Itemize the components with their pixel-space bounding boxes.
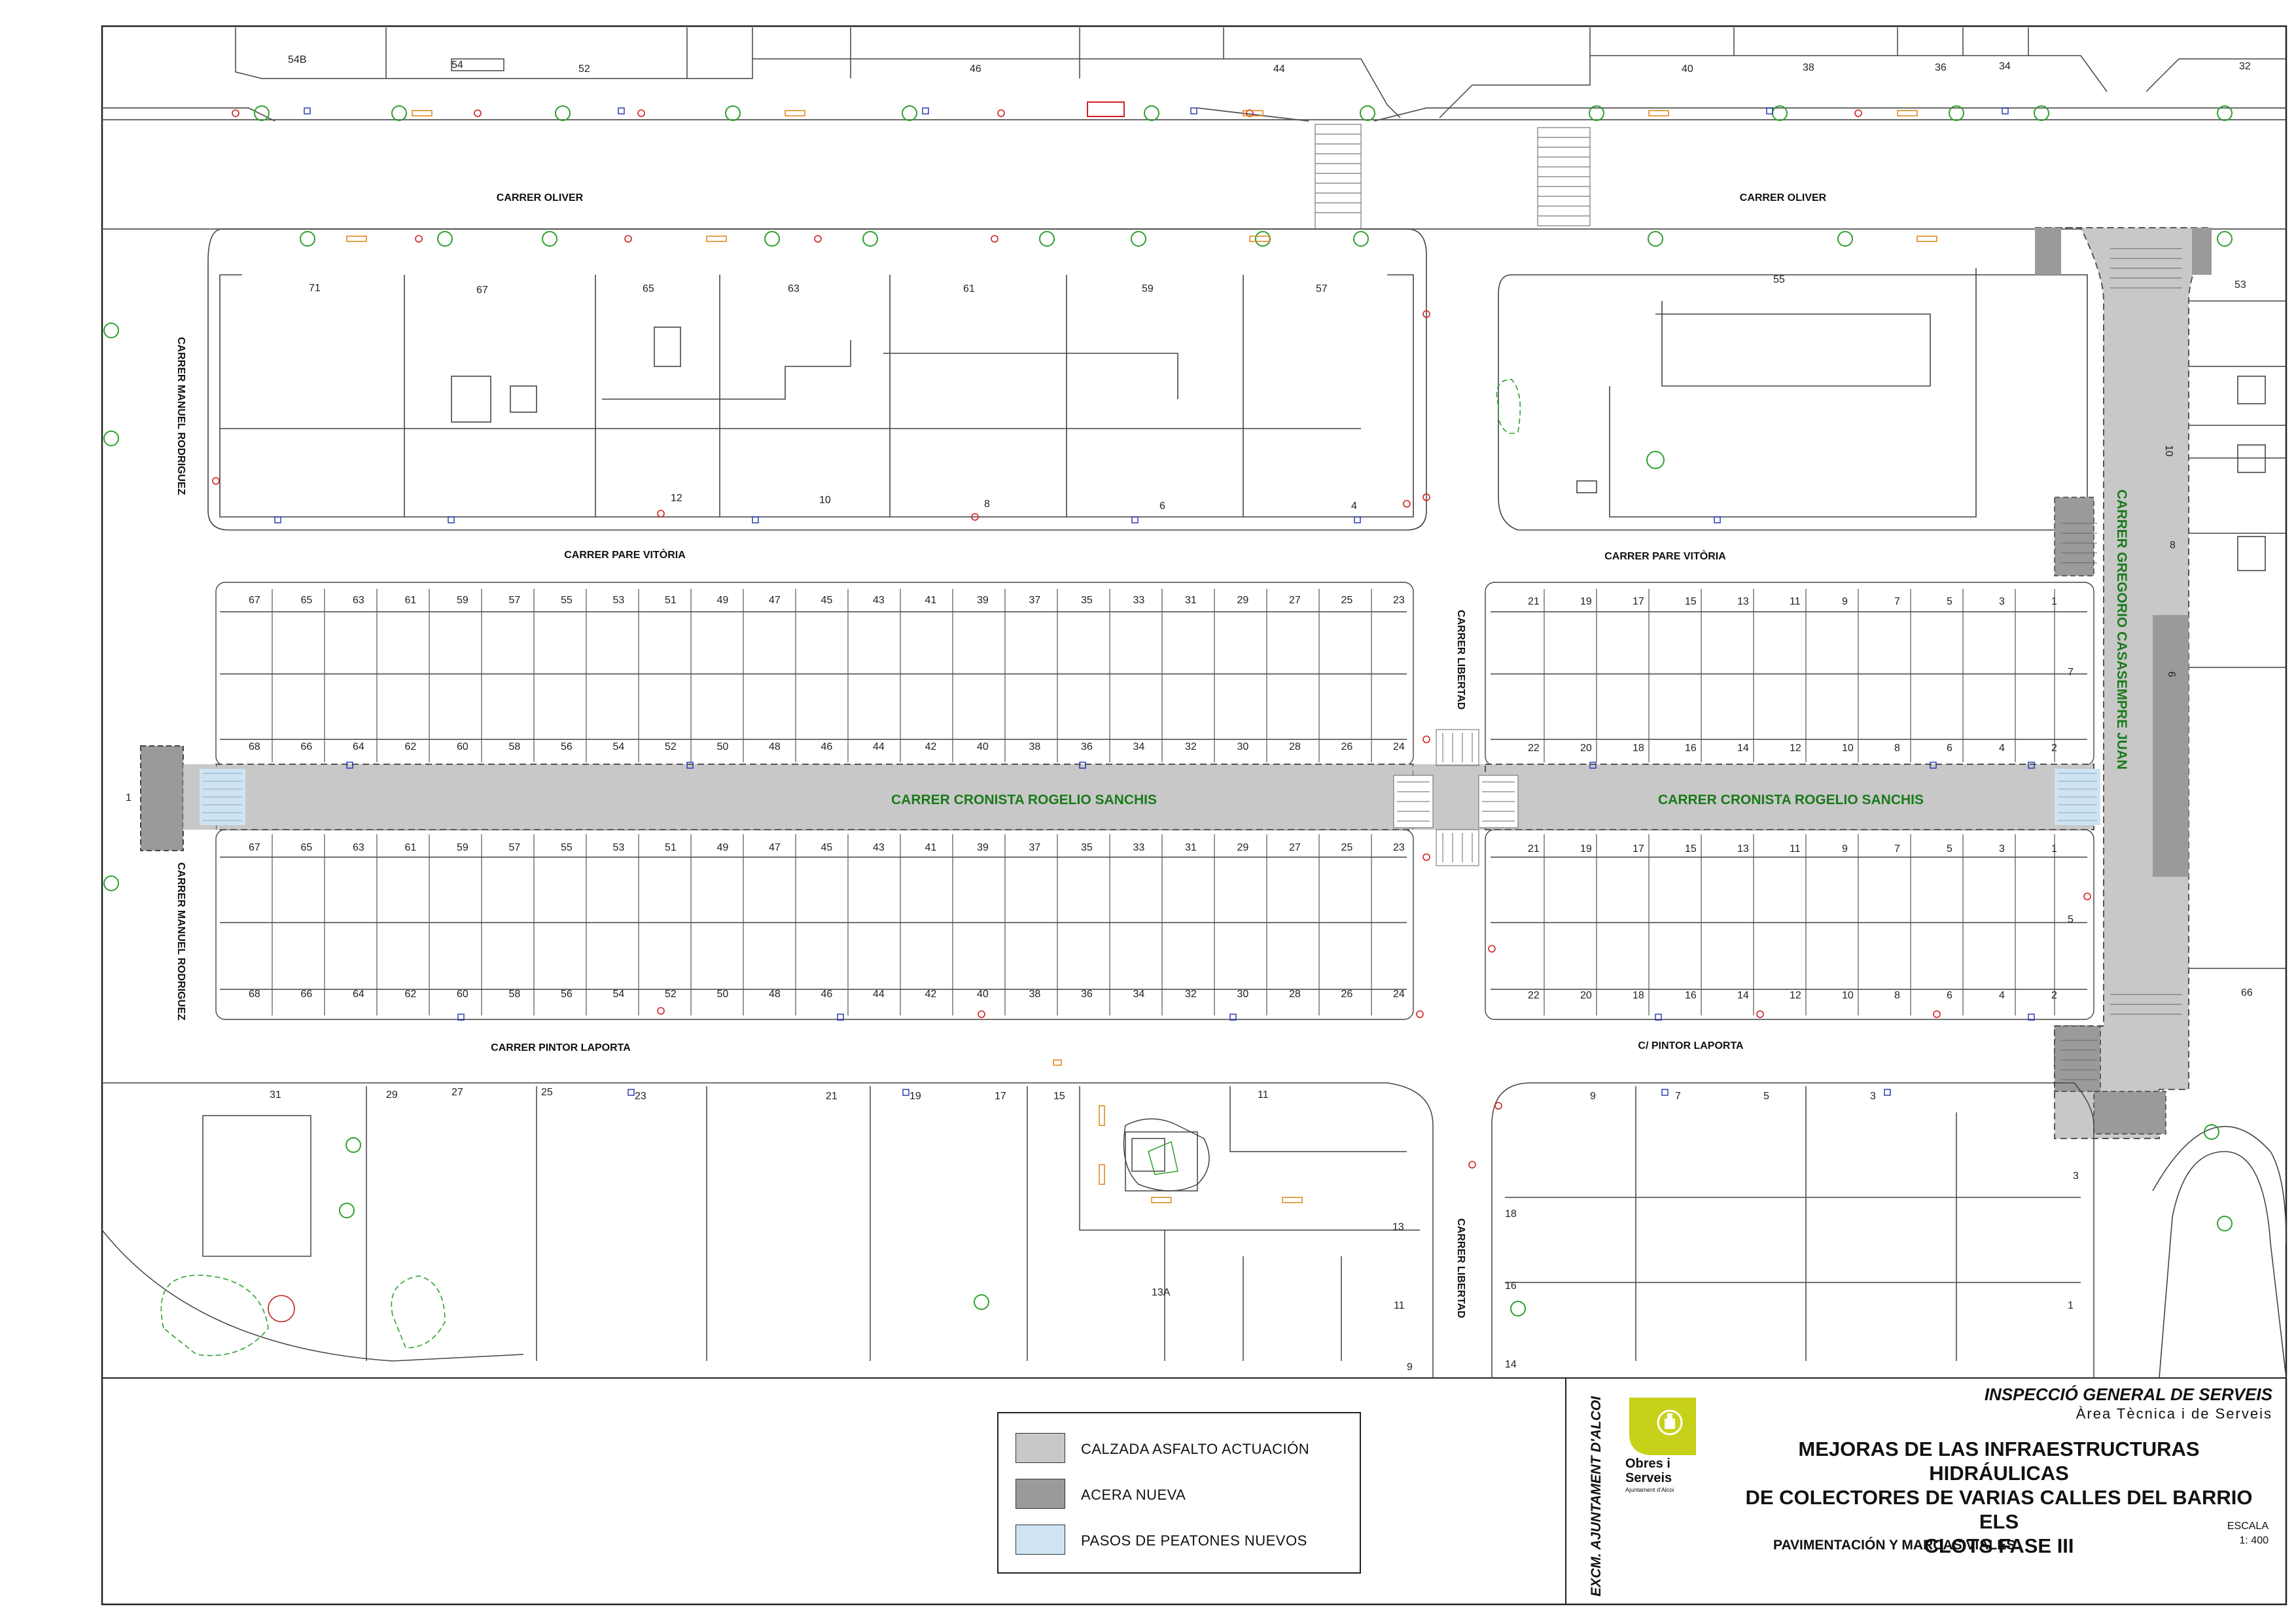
house-number: 6 (2166, 671, 2177, 677)
road-outlines (102, 107, 2286, 230)
legend-item-asphalt: CALZADA ASFALTO ACTUACIÓN (1016, 1433, 1343, 1463)
street-label-pare-vitoria-right: CARRER PARE VITÒRIA (1604, 550, 1726, 562)
logo-line3: Ajuntament d'Alcoi (1625, 1487, 1674, 1493)
blue-markers (274, 107, 2035, 1096)
existing-crosswalks (1315, 124, 1591, 230)
house-number: 8 (2170, 540, 2176, 551)
plan-title: PAVIMENTACIÓN Y MARCAS VIALES (1773, 1538, 2016, 1553)
street-label-libertad-bottom: CARRER LIBERTAD (1455, 1218, 1466, 1318)
obres-serveis-logo (1629, 1398, 1696, 1455)
house-numbers-top: 54B 54 52 46 44 40 38 36 34 32 (288, 54, 2251, 75)
legend-swatch-sidewalk (1016, 1479, 1065, 1509)
libertad-crosswalks (1397, 729, 1515, 866)
street-label-oliver-right: CARRER OLIVER (1740, 192, 1827, 203)
house-number: 65 (643, 283, 654, 294)
house-number: 53 (2234, 279, 2246, 291)
top-buildings (235, 27, 2286, 118)
legend-swatch-crosswalk (1016, 1525, 1065, 1555)
legend-item-crosswalk: PASOS DE PEATONES NUEVOS (1016, 1525, 1343, 1555)
project-title-line1: MEJORAS DE LAS INFRAESTRUCTURAS HIDRÁULI… (1798, 1438, 2200, 1485)
street-label-libertad-top: CARRER LIBERTAD (1455, 610, 1466, 710)
owner-text: EXCM. AJUNTAMENT D'ALCOI (1589, 1396, 1604, 1597)
legend-label-sidewalk: ACERA NUEVA (1081, 1487, 1186, 1503)
street-label-manuel-rodriguez-top: CARRER MANUEL RODRIGUEZ (175, 337, 186, 495)
trees (103, 105, 2233, 1316)
house-numbers-block2: 55 53 10 8 6 66 (1773, 274, 2253, 998)
house-number: 54B (288, 54, 306, 65)
project-title-line2: DE COLECTORES DE VARIAS CALLES DEL BARRI… (1745, 1486, 2253, 1533)
street-label-cronista-right: CARRER CRONISTA ROGELIO SANCHIS (1658, 792, 1924, 807)
house-number: 66 (2241, 987, 2253, 998)
house-number: 10 (2163, 445, 2174, 457)
cronista-street-paving (140, 745, 2100, 851)
sheet-frame (101, 25, 2287, 1606)
house-number: 44 (1273, 63, 1285, 75)
house-number: 63 (788, 283, 800, 294)
scale-value: 1: 400 (2239, 1535, 2269, 1546)
department-area: Àrea Tècnica i de Serveis (2075, 1405, 2272, 1422)
owner-vertical-label: EXCM. AJUNTAMENT D'ALCOI (1569, 1387, 1608, 1600)
house-number: 12 (671, 493, 682, 504)
street-label-cronista-left: CARRER CRONISTA ROGELIO SANCHIS (891, 792, 1157, 807)
cronista-crosswalk-stripes (203, 773, 2097, 821)
house-numbers-block1: 71 67 65 63 61 59 57 12 10 8 6 4 (309, 283, 1357, 512)
logo-line2: Serveis (1625, 1471, 1672, 1485)
street-label-pintor-laporta-left: CARRER PINTOR LAPORTA (491, 1042, 631, 1053)
house-number: 36 (1935, 62, 1947, 73)
vehicle-icon (1087, 101, 1125, 117)
green-areas (160, 379, 1521, 1356)
legend-label-asphalt: CALZADA ASFALTO ACTUACIÓN (1081, 1441, 1310, 1457)
gregorio-right-curve (2152, 1125, 2287, 1379)
house-number: 8 (984, 499, 990, 510)
gregorio-crosswalks (2061, 248, 2182, 1080)
house-number: 67 (476, 285, 488, 296)
department-title: INSPECCIÓ GENERAL DE SERVEIS (1984, 1385, 2272, 1404)
house-number: 52 (578, 63, 590, 75)
house-number: 57 (1316, 283, 1328, 294)
red-markers (212, 109, 2091, 1169)
house-number: 71 (309, 283, 321, 294)
house-number: 54 (451, 60, 463, 71)
house-number: 10 (819, 495, 831, 506)
legend: CALZADA ASFALTO ACTUACIÓN ACERA NUEVA PA… (997, 1412, 1361, 1574)
street-label-oliver-left: CARRER OLIVER (497, 192, 584, 203)
house-number: 6 (1159, 501, 1165, 512)
legend-label-crosswalk: PASOS DE PEATONES NUEVOS (1081, 1532, 1307, 1549)
street-label-pare-vitoria-left: CARRER PARE VITÒRIA (564, 548, 686, 561)
house-number: 32 (2239, 61, 2251, 72)
orange-markers (346, 110, 1937, 1203)
house-number: 61 (963, 283, 975, 294)
title-block (1565, 1378, 2287, 1604)
street-label-manuel-rodriguez-bottom: CARRER MANUEL RODRIGUEZ (175, 862, 186, 1021)
legend-swatch-asphalt (1016, 1433, 1065, 1463)
scale-label: ESCALA (2227, 1521, 2269, 1532)
house-number: 38 (1803, 62, 1814, 73)
block-oliver-left (207, 228, 1427, 531)
house-number: 34 (1999, 61, 2011, 72)
plaza-fountain (1123, 1118, 1210, 1192)
street-label-pintor-laporta-right: C/ PINTOR LAPORTA (1638, 1040, 1744, 1051)
legend-item-sidewalk: ACERA NUEVA (1016, 1479, 1343, 1509)
house-number: 40 (1682, 63, 1693, 75)
house-number: 55 (1773, 274, 1785, 285)
project-title-line3: CLOTS FASE III (1924, 1534, 2074, 1557)
house-number: 46 (970, 63, 981, 75)
logo-line1: Obres i (1625, 1456, 1670, 1471)
project-title: MEJORAS DE LAS INFRAESTRUCTURAS HIDRÁULI… (1727, 1437, 2270, 1558)
street-label-gregorio: CARRER GREGORIO CASASEMPRE JUAN (2114, 489, 2129, 769)
house-number: 59 (1142, 283, 1154, 294)
bottom-blocks (101, 1082, 2094, 1378)
row-dividers (272, 589, 2055, 1015)
house-number: 4 (1351, 501, 1357, 512)
